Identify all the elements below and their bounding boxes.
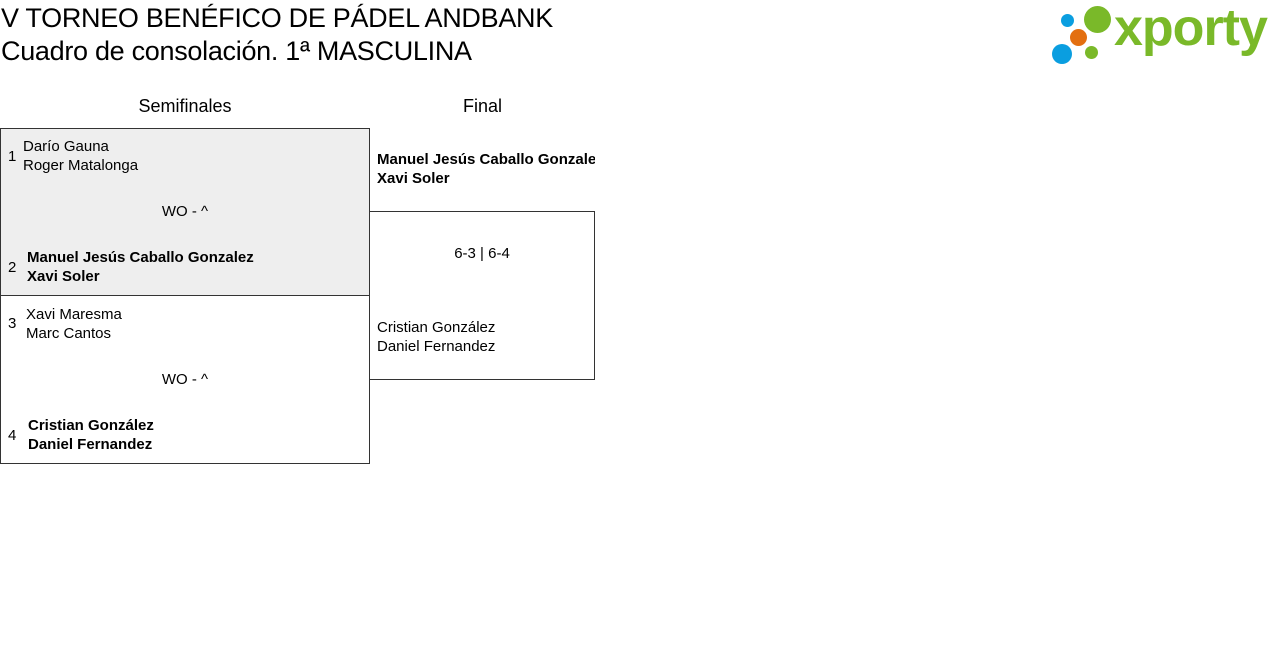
seed: 4 — [8, 427, 17, 444]
player: Xavi Maresma — [26, 306, 122, 323]
final-winning-team: Manuel Jesús Caballo Gonzalez Xavi Soler — [377, 150, 595, 188]
semifinal-match-1[interactable]: 1 Darío Gauna Roger Matalonga WO - ^ 2 M… — [0, 128, 370, 296]
page-title: V TORNEO BENÉFICO DE PÁDEL ANDBANK Cuadr… — [1, 2, 553, 68]
team: Cristian González Daniel Fernandez — [377, 318, 495, 356]
winning-team: Cristian González Daniel Fernandez — [28, 416, 154, 454]
player: Cristian González — [28, 417, 154, 434]
player: Daniel Fernandez — [377, 338, 496, 355]
round-semifinals: Semifinales — [138, 96, 232, 116]
match-score: WO - ^ — [161, 203, 209, 220]
player: Darío Gauna — [23, 138, 109, 155]
title-line-2: Cuadro de consolación. 1ª MASCULINA — [1, 36, 472, 66]
xporty-logo[interactable]: xporty — [1050, 0, 1276, 66]
final-match[interactable]: 6-3 | 6-4 Cristian González Daniel Ferna… — [369, 211, 595, 380]
winning-team: Manuel Jesús Caballo Gonzalez Xavi Soler — [27, 248, 254, 286]
player: Manuel Jesús Caballo Gonzalez — [27, 249, 254, 266]
logo-text: xporty — [1114, 0, 1268, 57]
title-line-1: V TORNEO BENÉFICO DE PÁDEL ANDBANK — [1, 3, 553, 33]
player: Manuel Jesús Caballo Gonzalez — [377, 151, 595, 168]
player: Daniel Fernandez — [28, 436, 153, 453]
match-score: 6-3 | 6-4 — [454, 245, 510, 262]
team: Xavi Maresma Marc Cantos — [26, 305, 122, 343]
round-final: Final — [462, 96, 502, 116]
seed: 1 — [8, 148, 17, 165]
semifinal-match-2[interactable]: 3 Xavi Maresma Marc Cantos WO - ^ 4 Cris… — [0, 295, 370, 464]
match-score: WO - ^ — [161, 371, 209, 388]
player: Roger Matalonga — [23, 157, 139, 174]
player: Xavi Soler — [27, 268, 100, 285]
team: Darío Gauna Roger Matalonga — [23, 137, 138, 175]
player: Cristian González — [377, 319, 496, 336]
seed: 2 — [8, 259, 17, 276]
seed: 3 — [8, 315, 17, 332]
player: Xavi Soler — [377, 170, 450, 187]
player: Marc Cantos — [26, 325, 112, 342]
